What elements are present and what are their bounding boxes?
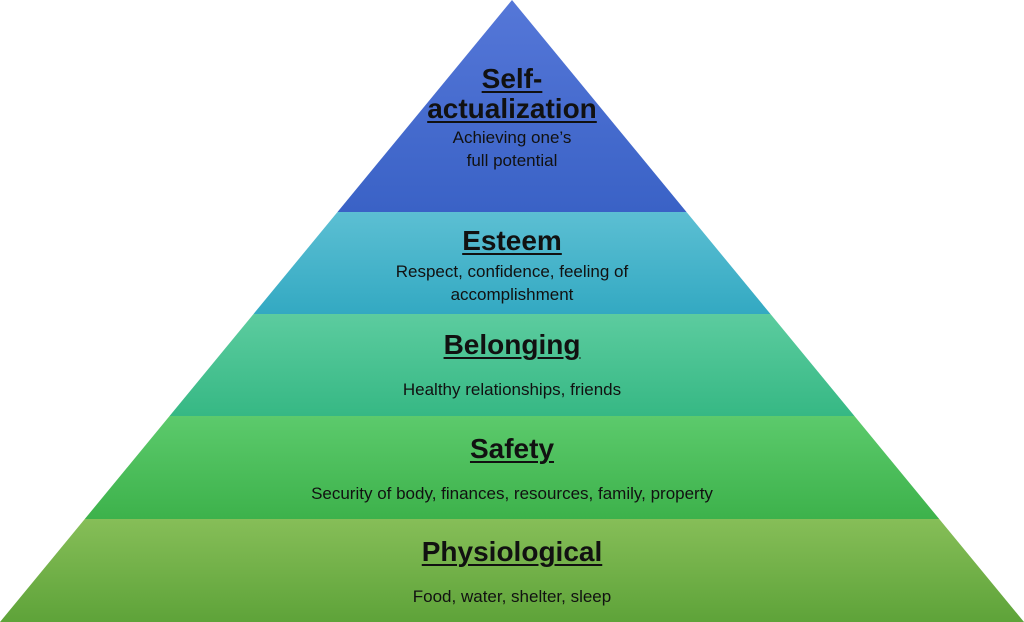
- pyramid-tier-belonging: [169, 314, 855, 416]
- pyramid-tier-safety: [84, 416, 940, 519]
- tier-description: Healthy relationships, friends: [212, 378, 812, 401]
- tier-description: Security of body, finances, resources, f…: [212, 482, 812, 505]
- tier-title: Physiological: [421, 536, 603, 567]
- tier-title: actualization: [427, 93, 597, 124]
- pyramid-tier-physiological: [0, 519, 1024, 622]
- tier-description: Food, water, shelter, sleep: [212, 585, 812, 608]
- tier-description-line: full potential: [466, 151, 558, 170]
- tier-description-line: Healthy relationships, friends: [402, 380, 622, 399]
- tier-description-line: Achieving one’s: [452, 128, 572, 147]
- tier-description-line: Security of body, finances, resources, f…: [311, 484, 713, 503]
- pyramid-tier-self-actualization: [337, 0, 687, 212]
- tier-description-line: Food, water, shelter, sleep: [412, 587, 612, 606]
- tier-title: Safety: [469, 433, 555, 464]
- tier-title: Esteem: [462, 225, 562, 256]
- pyramid-tier-esteem: [253, 212, 771, 314]
- tier-title: Self-: [481, 63, 543, 94]
- tier-description: Achieving one’s full potential: [212, 126, 812, 172]
- tier-description: Respect, confidence, feeling of accomplis…: [212, 260, 812, 306]
- tier-title: Belonging: [443, 329, 581, 360]
- tier-description-line: Respect, confidence, feeling of: [395, 262, 629, 281]
- tier-description-line: accomplishment: [450, 285, 574, 304]
